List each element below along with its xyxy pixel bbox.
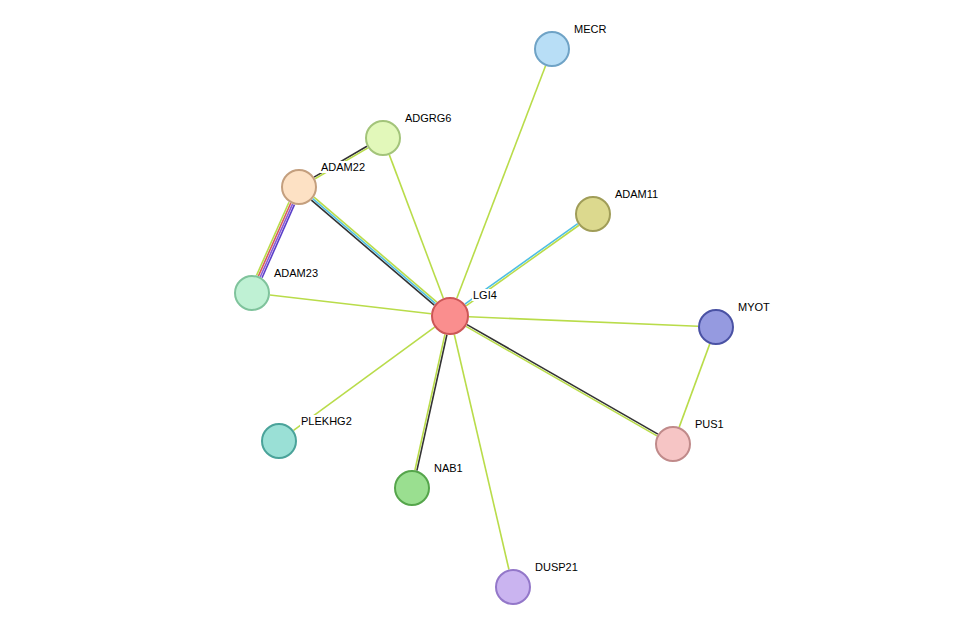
protein-node: MYOT: [698, 309, 734, 345]
protein-node: NAB1: [394, 470, 430, 506]
interaction-edge: [415, 334, 447, 470]
interaction-edge: [314, 146, 368, 179]
node-label: MECR: [573, 23, 607, 35]
protein-node: ADGRG6: [365, 120, 401, 156]
edge-strand: [415, 334, 445, 470]
interaction-edge: [294, 327, 435, 430]
edge-strand: [466, 326, 657, 436]
edge-strand: [311, 200, 434, 305]
node-label: ADAM22: [320, 161, 366, 173]
edge-strand: [294, 327, 435, 430]
edge-strand: [417, 335, 447, 471]
node-label: NAB1: [433, 462, 464, 474]
edge-strand: [315, 148, 368, 179]
protein-node: DUSP21: [495, 569, 531, 605]
edge-strand: [457, 66, 546, 298]
edge-strand: [465, 224, 578, 305]
edge-strand: [314, 197, 437, 302]
protein-node: ADAM22: [281, 169, 317, 205]
interaction-edge: [454, 335, 509, 570]
edge-strand: [260, 204, 292, 277]
protein-node: ADAM23: [234, 275, 270, 311]
node-label: ADGRG6: [404, 112, 452, 124]
protein-node: PUS1: [655, 426, 691, 462]
node-label: ADAM23: [273, 267, 319, 279]
edge-strand: [257, 202, 289, 275]
node-label: ADAM11: [614, 188, 659, 200]
interaction-edge: [679, 344, 710, 427]
edge-strand: [679, 344, 710, 427]
node-label: MYOT: [737, 301, 771, 313]
edge-strand: [466, 225, 579, 306]
interaction-edge: [389, 155, 443, 298]
protein-node: ADAM11: [575, 196, 611, 232]
protein-node: LGI4: [431, 297, 469, 335]
node-label: PUS1: [694, 418, 725, 430]
edge-strand: [389, 155, 443, 298]
interaction-edge: [311, 197, 436, 305]
edge-strand: [469, 317, 698, 326]
edge-strand: [270, 295, 431, 314]
node-label: LGI4: [472, 289, 498, 301]
edge-strand: [467, 325, 658, 435]
protein-node: PLEKHG2: [261, 423, 297, 459]
interaction-edge: [469, 317, 698, 326]
edge-strand: [454, 335, 509, 570]
node-label: DUSP21: [534, 561, 579, 573]
node-label: PLEKHG2: [300, 415, 353, 427]
interaction-edge: [270, 295, 431, 314]
edge-strand: [258, 203, 290, 276]
interaction-edge: [466, 325, 658, 436]
interaction-edge: [457, 66, 546, 298]
interaction-edge: [465, 224, 579, 306]
edge-strand: [313, 199, 436, 304]
edge-strand: [314, 146, 367, 177]
protein-node: MECR: [534, 31, 570, 67]
